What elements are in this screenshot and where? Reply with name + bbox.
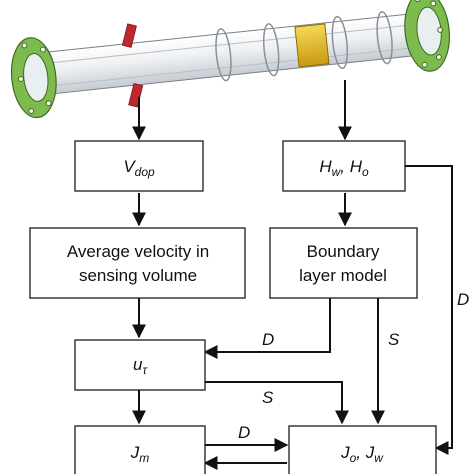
node-hw-sep: ,	[340, 157, 349, 176]
node-vdop-sub: dop	[135, 165, 155, 179]
edge-label-d-right: D	[457, 290, 469, 309]
node-hw-a-main: H	[319, 157, 332, 176]
svg-text:Jo, Jw: Jo, Jw	[340, 443, 384, 465]
svg-text:Hw, Ho: Hw, Ho	[319, 157, 369, 179]
transducer-red-top	[121, 23, 137, 48]
clamp-ring	[262, 23, 280, 77]
node-avg-velocity: Average velocity in sensing volume	[29, 227, 246, 299]
svg-text:Jm: Jm	[130, 443, 150, 465]
edge-label-d-boundary-u: D	[262, 330, 274, 349]
node-boundary-line1: Boundary	[307, 242, 380, 261]
node-j-b-sub: w	[374, 451, 384, 465]
node-jm: Jm	[74, 425, 206, 474]
arrow-boundary-to-u-D	[203, 298, 331, 359]
node-j-a-main: J	[340, 443, 350, 462]
node-vdop-main: V	[123, 157, 136, 176]
transducer-red-bottom	[128, 83, 144, 108]
node-hw-b-sub: o	[362, 165, 369, 179]
arrow-u-to-j-S	[205, 381, 349, 425]
node-j-sep: ,	[356, 443, 365, 462]
node-hw-ho: Hw, Ho	[282, 140, 406, 192]
node-j-b-main: J	[365, 443, 375, 462]
sensor-band-yellow	[294, 23, 330, 68]
node-u-main: u	[133, 355, 143, 374]
node-u-tau: uτ	[74, 339, 206, 391]
edge-label-s-boundary-j: S	[388, 330, 400, 349]
svg-text:uτ: uτ	[133, 355, 148, 377]
node-hw-a-sub: w	[332, 165, 342, 179]
node-avg-line2: sensing volume	[79, 266, 197, 285]
clamp-ring	[331, 15, 349, 70]
svg-text:Vdop: Vdop	[123, 157, 155, 179]
edge-label-d-jm-j: D	[238, 423, 250, 442]
node-avg-line1: Average velocity in	[67, 242, 209, 261]
node-boundary-layer: Boundary layer model	[269, 227, 418, 299]
node-jo-jw: Jo, Jw	[288, 425, 437, 474]
clamp-ring	[376, 11, 393, 65]
clamp-ring	[215, 28, 232, 82]
connections	[132, 80, 453, 470]
pipe-illustration	[10, 0, 450, 119]
node-boundary-line2: layer model	[299, 266, 387, 285]
node-j-a-sub: o	[350, 451, 357, 465]
node-vdop: Vdop	[74, 140, 204, 192]
node-u-sub: τ	[142, 363, 148, 377]
node-hw-b-main: H	[350, 157, 363, 176]
node-jm-sub: m	[139, 451, 149, 465]
edge-label-s-u-j: S	[262, 388, 274, 407]
arrow-hw-to-j-D	[405, 165, 453, 455]
node-jm-main: J	[130, 443, 140, 462]
